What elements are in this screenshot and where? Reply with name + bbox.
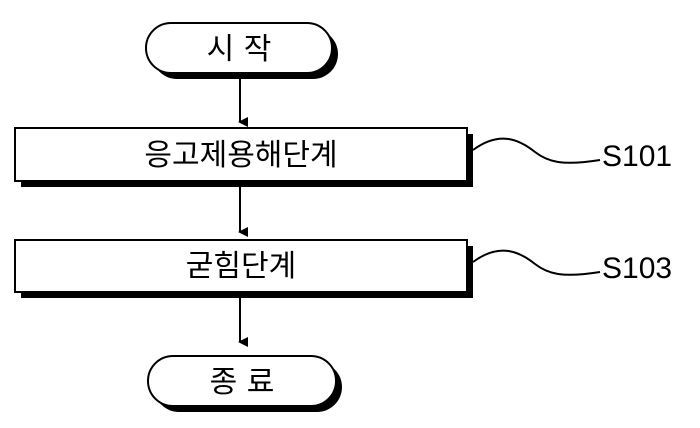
start-label: 시 작 (207, 32, 272, 67)
end-terminal: 종 료 (147, 355, 342, 412)
step-box-s101: 응고제용해단계 (14, 127, 473, 187)
step-label-s103: 굳힘단계 (186, 249, 296, 284)
step-connector-s103 (472, 249, 601, 276)
step-connector-s101 (472, 137, 601, 164)
start-terminal: 시 작 (145, 22, 338, 79)
end-label: 종 료 (210, 365, 275, 400)
step-id-s103: S103 (602, 252, 672, 285)
step-id-s101: S101 (602, 140, 672, 173)
step-box-s103: 굳힘단계 (14, 239, 473, 298)
step-label-s101: 응고제용해단계 (144, 138, 337, 173)
